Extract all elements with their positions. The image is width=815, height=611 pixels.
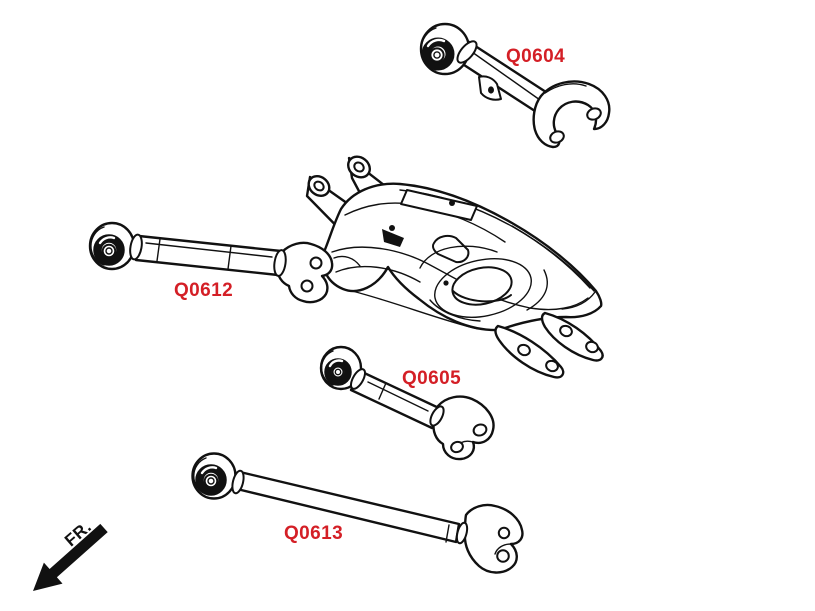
q0612-collar	[129, 233, 143, 261]
part-arm-q0604	[419, 22, 611, 149]
q0605-fork-collar	[429, 405, 445, 427]
part-rod-q0613	[191, 452, 524, 574]
arm-flange-hole	[517, 343, 531, 357]
q0613-fork-collar	[455, 521, 469, 545]
q0605-fork-hole	[472, 423, 488, 437]
q0604-fork-hole	[549, 130, 565, 144]
part-arm-q0605	[319, 345, 495, 461]
q0605-collar	[350, 368, 366, 390]
q0605-bushing-sleeve	[331, 365, 345, 379]
part-label-q0605: Q0605	[402, 368, 462, 389]
q0613-bushing-sleeve	[203, 473, 219, 489]
q0604-bushing-rubber	[421, 37, 455, 71]
q0605-fork-hole	[450, 440, 464, 454]
q0604-tab-hole	[488, 86, 494, 94]
arm-flange	[540, 311, 604, 362]
q0613-fork-hole	[497, 526, 511, 540]
q0612-fork-collar	[273, 249, 287, 277]
q0613-fork	[463, 503, 524, 574]
q0605-bushing-rubber	[324, 358, 352, 386]
part-lower-control-arm	[305, 155, 604, 379]
arm-window	[432, 234, 470, 264]
arm-flange-hole	[585, 340, 599, 354]
arm-flange-hole	[559, 324, 573, 338]
q0613-fork-hole	[496, 549, 510, 563]
part-label-q0612: Q0612	[174, 280, 234, 301]
part-label-q0604: Q0604	[506, 46, 566, 67]
q0613-shaft	[235, 470, 461, 544]
q0612-fork-hole	[309, 256, 323, 270]
part-label-q0613: Q0613	[284, 523, 344, 544]
q0604-collar	[456, 40, 478, 64]
q0612-fork-hole	[300, 279, 314, 293]
front-direction-arrow	[33, 523, 108, 591]
q0613-collar	[231, 469, 245, 495]
fr-arrow-icon	[33, 523, 108, 591]
q0604-fork	[532, 80, 611, 149]
arm-flange-hole	[545, 359, 559, 373]
q0604-bushing-sleeve	[429, 47, 445, 63]
q0612-bushing-sleeve	[101, 243, 117, 259]
q0604-fork-hole	[586, 107, 602, 121]
q0612-fork	[275, 241, 334, 304]
arm-spring-seat	[451, 266, 513, 306]
part-arm-q0612	[88, 221, 334, 304]
